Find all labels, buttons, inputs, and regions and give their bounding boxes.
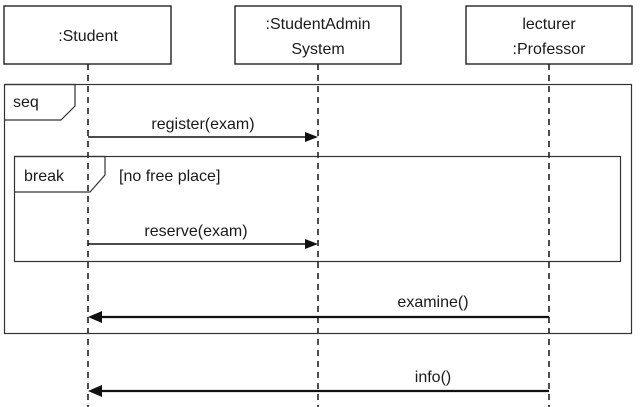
participant-label-line1: :StudentAdmin (266, 16, 371, 33)
arrowhead (88, 385, 102, 397)
message-register-exam: register(exam) (88, 116, 318, 142)
participant-box (234, 5, 402, 65)
participant-student: :Student (3, 5, 172, 65)
seq-operator-tab (4, 83, 76, 121)
seq-operator-label: seq (13, 94, 39, 111)
participant-label-line2: :Professor (513, 41, 587, 58)
participant-lecturer-professor: lecturer :Professor (465, 5, 633, 65)
participant-label-line2: System (291, 41, 344, 58)
message-reserve-exam: reserve(exam) (88, 223, 318, 249)
seq-fragment: seq (3, 83, 633, 335)
arrowhead (305, 239, 318, 249)
participant-box (465, 5, 633, 65)
message-examine: examine() (88, 294, 549, 323)
seq-frame (3, 83, 633, 335)
message-label: reserve(exam) (144, 223, 247, 240)
message-label: info() (415, 369, 451, 386)
participant-box (3, 5, 172, 65)
participant-label-line1: lecturer (522, 16, 576, 33)
message-label: examine() (397, 294, 468, 311)
break-operator-label: break (24, 168, 65, 185)
participant-label: :Student (58, 28, 118, 45)
break-guard-condition: [no free place] (119, 168, 220, 185)
break-fragment: break [no free place] (13, 155, 622, 263)
message-info: info() (88, 369, 549, 397)
message-label: register(exam) (151, 116, 254, 133)
participant-student-admin-system: :StudentAdmin System (234, 5, 402, 65)
arrowhead (305, 132, 318, 142)
break-operator-tab (14, 155, 106, 193)
arrowhead (88, 311, 102, 323)
break-frame (13, 155, 622, 263)
